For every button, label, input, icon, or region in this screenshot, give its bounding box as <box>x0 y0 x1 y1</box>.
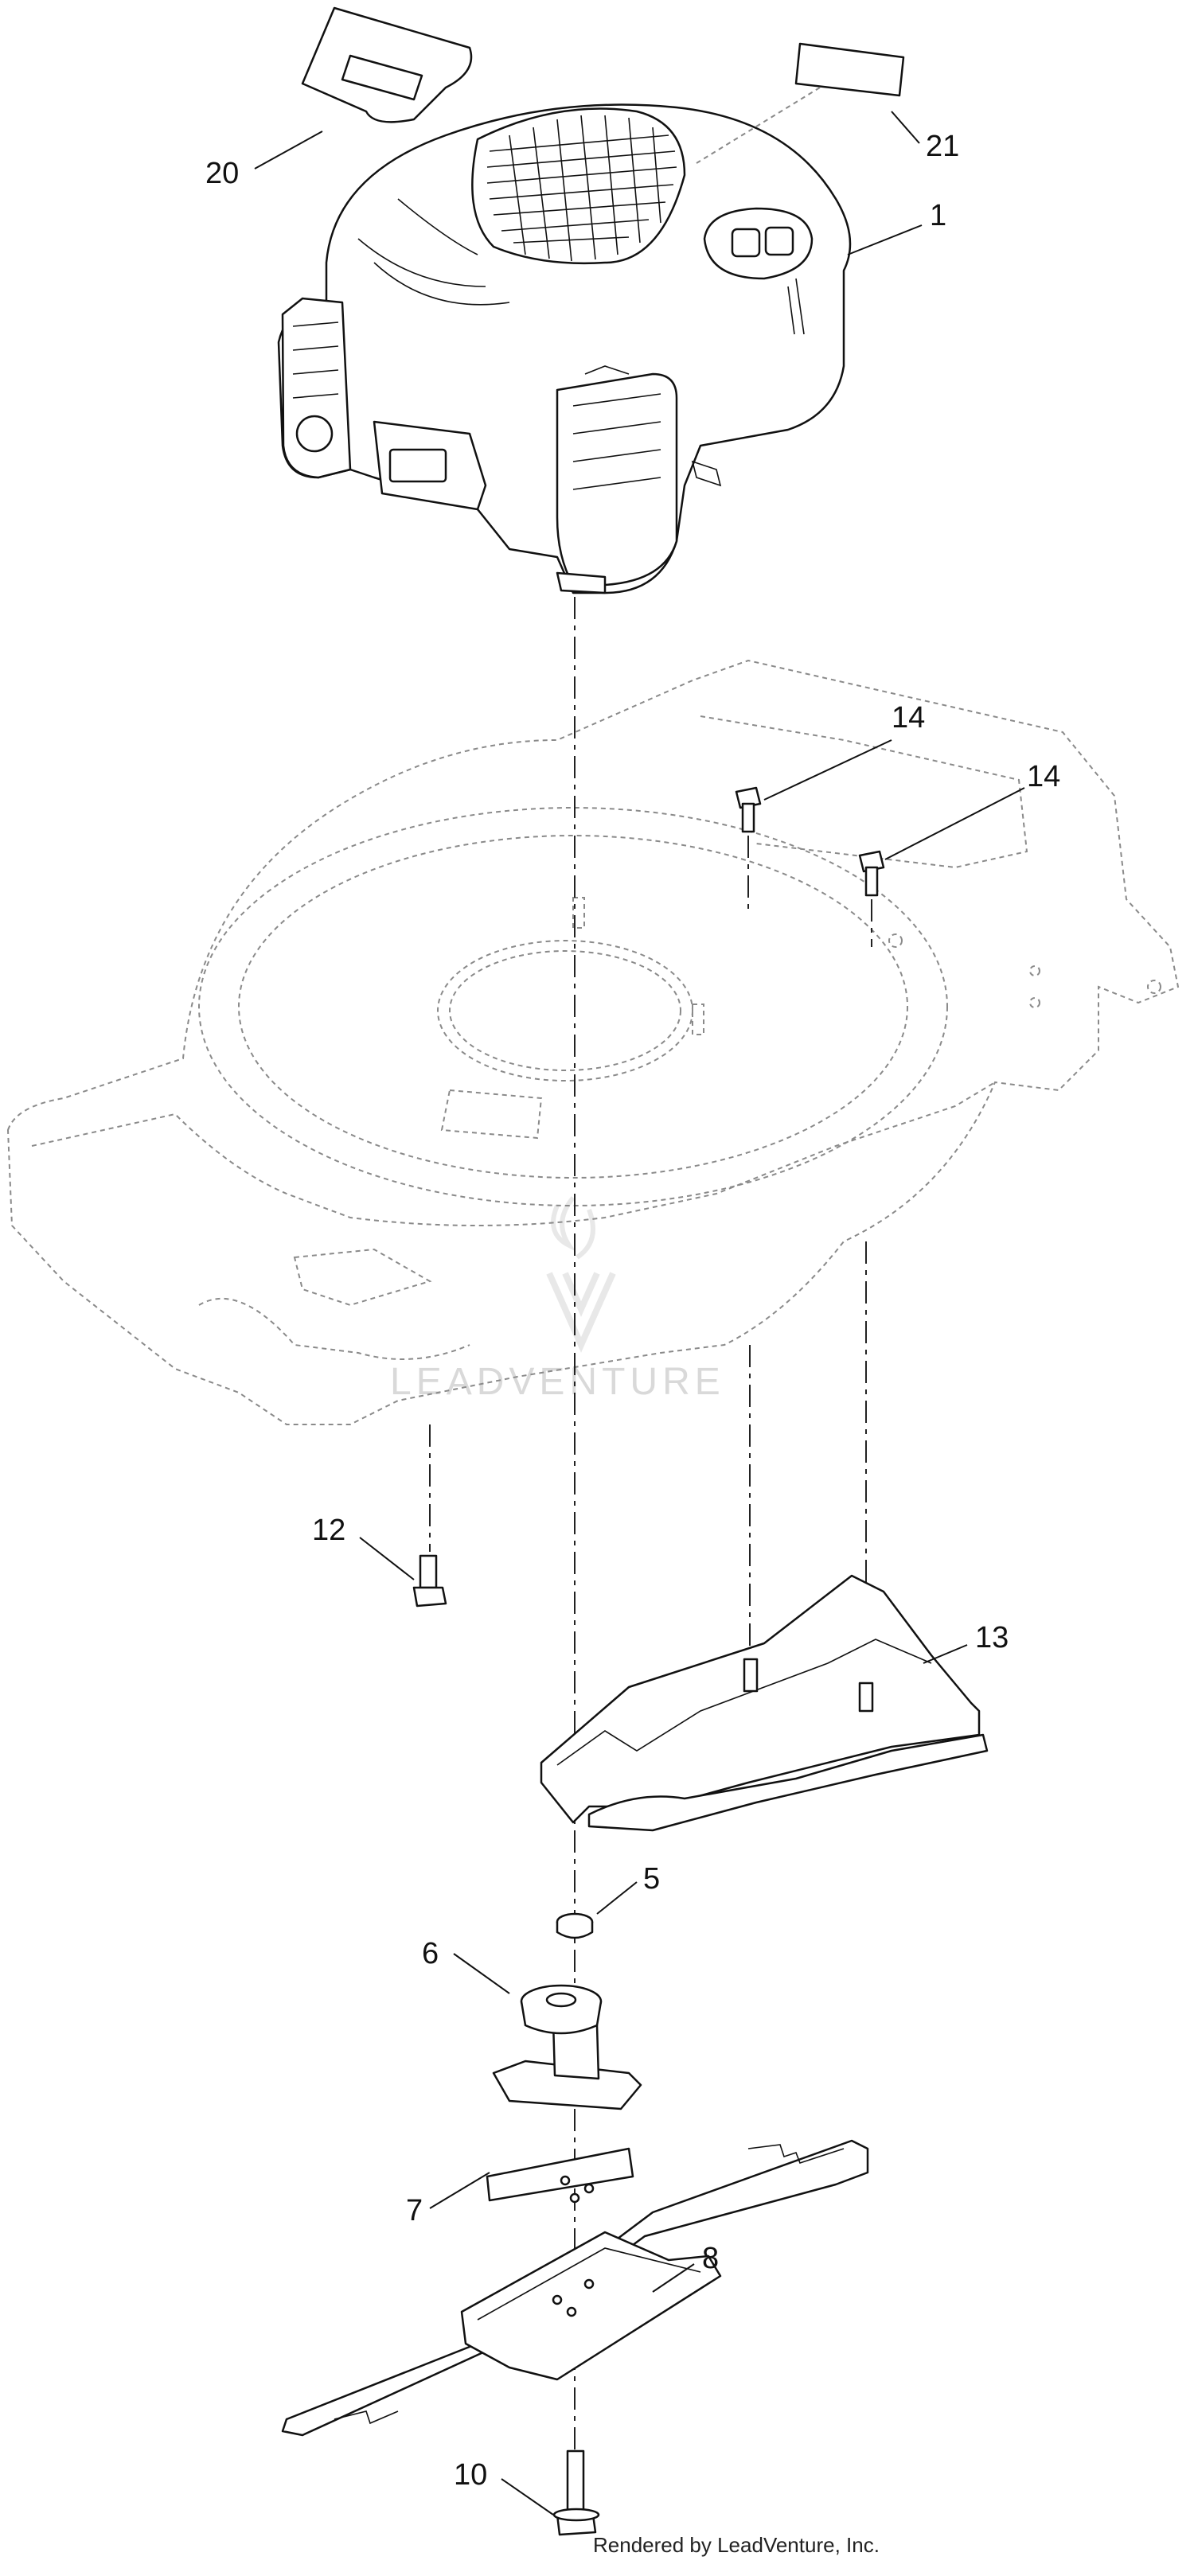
watermark-text: LEADVENTURE <box>390 1361 725 1403</box>
watermark-logo <box>546 1196 616 1353</box>
decal-part-20[interactable] <box>301 6 473 123</box>
callout-6: 6 <box>422 1937 439 1970</box>
spacer-part-5[interactable] <box>556 1912 594 1939</box>
bolt-part-12[interactable] <box>412 1554 447 1608</box>
rendered-by-credit: Rendered by LeadVenture, Inc. <box>593 2533 880 2557</box>
baffle-part-13[interactable] <box>540 1574 989 1832</box>
blade-adapter-part-6[interactable] <box>492 1984 642 2110</box>
blade-part-7[interactable] <box>281 2139 869 2437</box>
bolt-part-14b[interactable] <box>858 850 885 897</box>
callout-5: 5 <box>643 1862 660 1896</box>
callout-20: 20 <box>205 157 239 190</box>
callout-1: 1 <box>930 199 946 232</box>
callout-14a: 14 <box>892 701 925 735</box>
blade-bolt-part-10[interactable] <box>552 2449 600 2536</box>
leader-lines <box>254 111 1025 2516</box>
engine-part-1[interactable] <box>277 103 852 594</box>
callout-8: 8 <box>702 2242 719 2275</box>
callout-labels: 20 21 1 14 14 12 13 5 6 7 8 10 <box>205 130 1060 2492</box>
bolt-part-14a[interactable] <box>735 786 762 833</box>
mower-deck-outline <box>6 659 1180 1425</box>
callout-21: 21 <box>926 130 959 163</box>
guide-line-21 <box>696 87 821 164</box>
label-part-21[interactable] <box>794 42 905 97</box>
callout-14b: 14 <box>1027 760 1060 793</box>
stiffener-part-8[interactable] <box>460 2231 722 2381</box>
callout-12: 12 <box>312 1514 345 1547</box>
callout-10: 10 <box>454 2458 487 2492</box>
callout-7: 7 <box>406 2194 423 2227</box>
callout-13: 13 <box>975 1621 1009 1654</box>
